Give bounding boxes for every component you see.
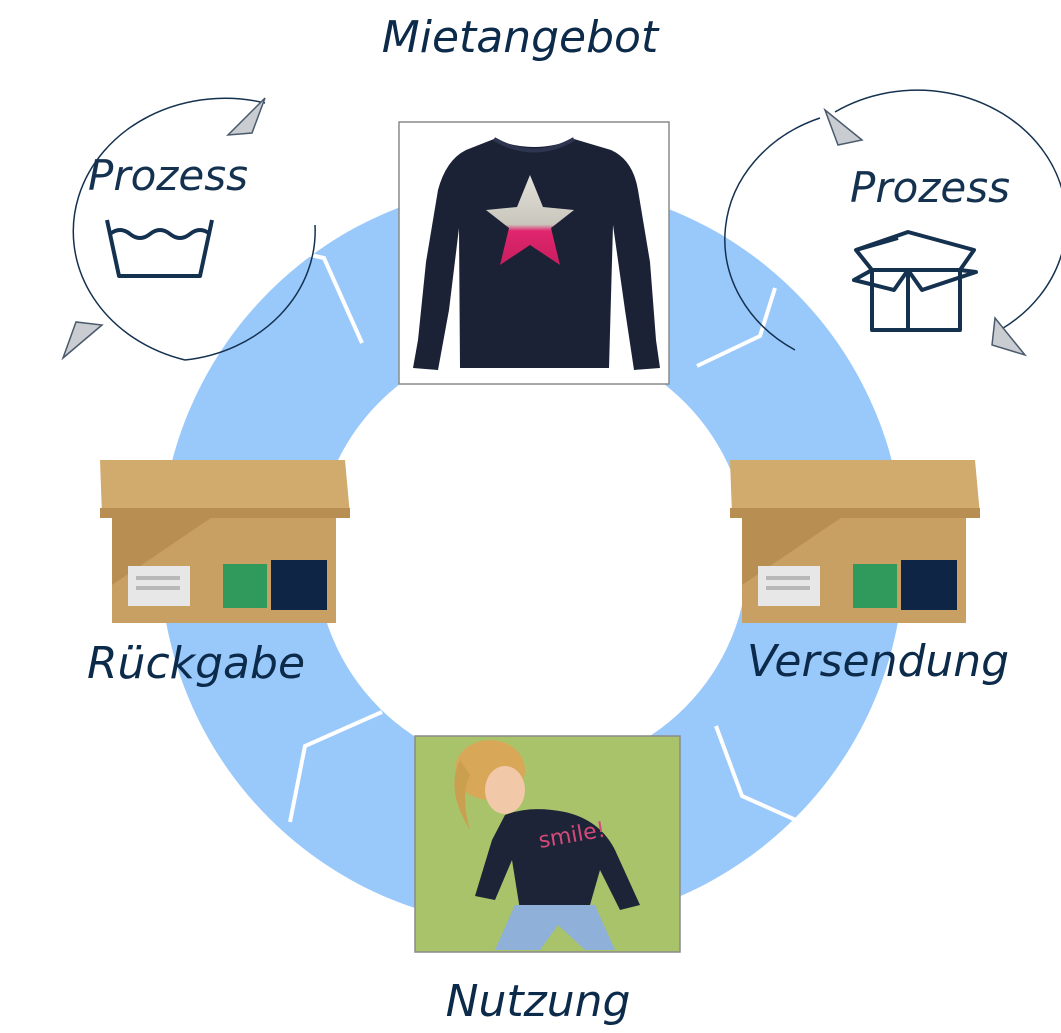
sweater-shape xyxy=(413,139,660,370)
process-cycle-right: Prozess xyxy=(724,89,1061,357)
sweater-photo xyxy=(398,121,670,385)
open-box-icon xyxy=(852,230,978,332)
brand-logo-dark xyxy=(271,560,327,610)
ring-separator xyxy=(288,710,383,823)
stage-label-top: Mietangebot xyxy=(382,12,660,63)
star-icon xyxy=(486,175,574,265)
process-cycle-left: Prozess xyxy=(61,97,316,361)
parcel-right xyxy=(730,460,980,623)
brand-logo-green xyxy=(223,564,267,608)
ring-separator xyxy=(714,725,826,835)
cycle-arrow-icon xyxy=(61,321,104,361)
process-label-left: Prozess xyxy=(88,151,248,200)
stage-label-right: Versendung xyxy=(747,636,1009,687)
ring-separator xyxy=(261,242,364,344)
washing-tub-icon xyxy=(105,219,214,278)
stage-label-bottom: Nutzung xyxy=(446,976,631,1027)
process-label-right: Prozess xyxy=(850,163,1010,212)
cycle-arrow-icon xyxy=(823,107,864,146)
cycle-arrow-icon xyxy=(226,97,266,136)
cycle-arrow-icon xyxy=(991,316,1028,357)
ring-separator xyxy=(696,287,777,368)
cycle-ring xyxy=(160,183,904,927)
parcel-left xyxy=(100,460,350,623)
brand-logo-green xyxy=(853,564,897,608)
kid-photo: smile! xyxy=(414,735,681,953)
brand-logo-dark xyxy=(901,560,957,610)
stage-label-left: Rückgabe xyxy=(87,638,305,689)
